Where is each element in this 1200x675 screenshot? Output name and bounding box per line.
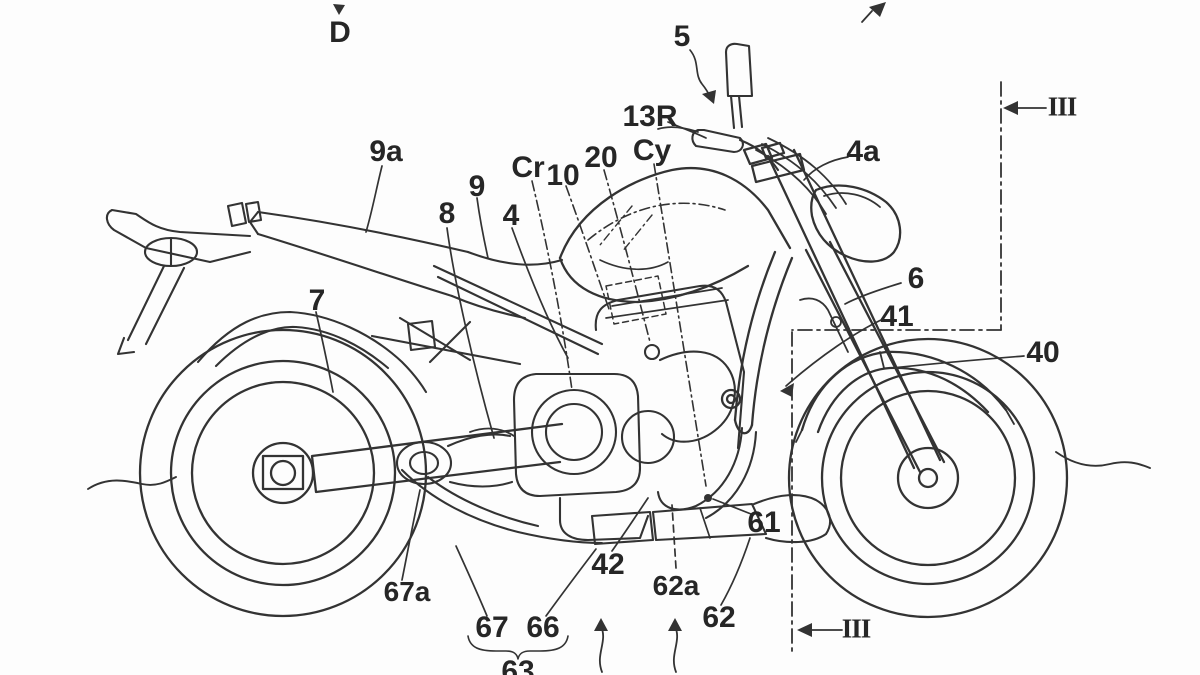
ref-label-61: 61: [747, 508, 780, 538]
ref-label-62: 62: [702, 603, 735, 633]
front-fender: [796, 352, 1014, 442]
ref-label-9a: 9a: [369, 137, 402, 167]
ref-label-67: 67: [475, 613, 508, 643]
section-label-III-bottom: III: [842, 616, 871, 643]
ref-label-66: 66: [526, 613, 559, 643]
section-label-III-top: III: [1048, 94, 1077, 121]
ref-label-41: 41: [880, 302, 913, 332]
ref-label-9: 9: [469, 172, 486, 202]
hidden-leader-lines: [532, 164, 706, 486]
ref-label-62a: 62a: [653, 572, 700, 600]
ref-label-4: 4: [503, 201, 520, 231]
headlight: [811, 186, 900, 262]
ref-label-7: 7: [309, 286, 326, 316]
tail-assembly: [107, 202, 602, 364]
ref-label-5: 5: [674, 22, 691, 52]
ref-label-6: 6: [908, 264, 925, 294]
ref-label-40: 40: [1026, 338, 1059, 368]
ref-label-Cy: Cy: [633, 136, 671, 166]
section-arrows: [797, 101, 1046, 637]
break-marks: [88, 452, 1150, 489]
ref-label-13R: 13R: [622, 102, 677, 132]
ref-label-Cr: Cr: [511, 153, 544, 183]
ref-label-67a: 67a: [384, 578, 431, 606]
ref-label-20: 20: [584, 143, 617, 173]
ref-label-D: D: [329, 18, 351, 48]
ref-label-63: 63: [501, 657, 534, 675]
fuel-tank: [560, 168, 790, 324]
ref-label-10: 10: [546, 161, 579, 191]
ref-label-4a: 4a: [846, 137, 879, 167]
ref-label-42: 42: [591, 550, 624, 580]
ref-label-8: 8: [439, 199, 456, 229]
rear-wheel: [140, 330, 426, 616]
